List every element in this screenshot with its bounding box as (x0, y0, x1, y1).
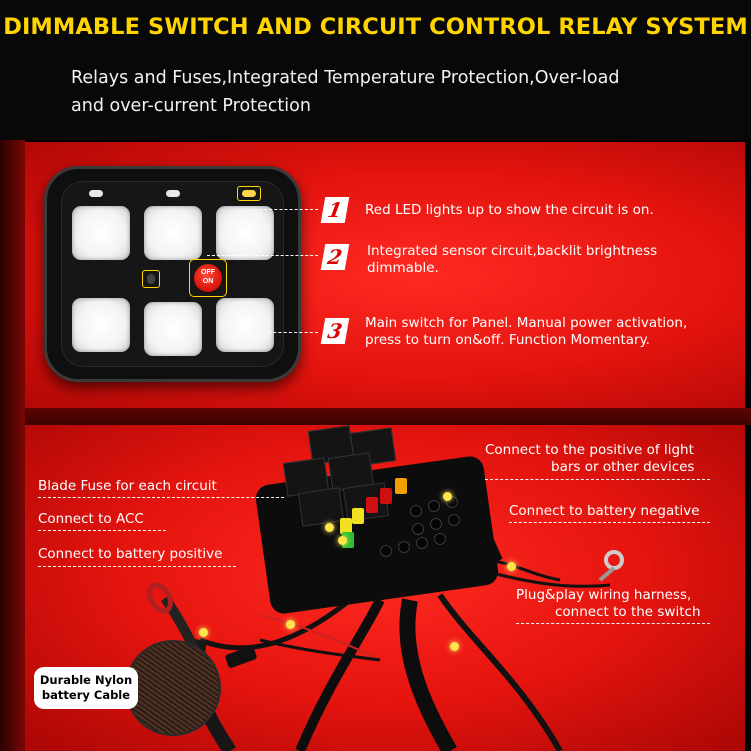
feature-3-line-1: Main switch for Panel. Manual power acti… (365, 315, 688, 331)
feature-2-text: Integrated sensor circuit,backlit bright… (367, 243, 657, 277)
label-positive-light-2: bars or other devices (551, 459, 695, 475)
feature-3-line-2: press to turn on&off. Function Momentary… (365, 332, 650, 348)
blade-fuse (366, 497, 378, 513)
point-marker (507, 562, 516, 571)
point-marker (199, 628, 208, 637)
leader-line-harness (516, 623, 710, 624)
led-indicator (89, 190, 103, 197)
section-divider (25, 408, 751, 425)
leader-line-acc (38, 530, 166, 531)
feature-2-line-1: Integrated sensor circuit,backlit bright… (367, 243, 658, 259)
switch-panel-image: OFF ON (44, 166, 301, 382)
feature-1-text: Red LED lights up to show the circuit is… (365, 202, 654, 219)
terminal (398, 541, 410, 553)
feature-2-line-2: dimmable. (367, 260, 439, 276)
blade-fuse (352, 508, 364, 524)
terminal (416, 537, 428, 549)
blade-fuse (395, 478, 407, 494)
nylon-cable-label: Durable Nylon battery Cable (34, 667, 138, 709)
label-harness-2: connect to the switch (555, 604, 701, 620)
point-marker (443, 492, 452, 501)
terminal (380, 545, 392, 557)
left-edge-shade (0, 140, 25, 751)
callout-line-2 (207, 255, 318, 256)
label-harness-1: Plug&play wiring harness, (516, 587, 692, 603)
led-indicator (166, 190, 180, 197)
leader-line-blade-fuse (38, 497, 284, 498)
main-switch-highlight-box (189, 259, 227, 297)
sensor-highlight-box (142, 270, 160, 288)
page-subtitle: Relays and Fuses,Integrated Temperature … (71, 64, 711, 120)
blade-fuse (340, 518, 352, 534)
led-indicator-lit (242, 190, 256, 197)
label-battery-positive: Connect to battery positive (38, 546, 223, 562)
header: DIMMABLE SWITCH AND CIRCUIT CONTROL RELA… (0, 0, 751, 140)
switch-button-3 (216, 206, 274, 260)
switch-button-5 (144, 302, 202, 356)
terminal (430, 518, 442, 530)
feature-1-line-1: Red LED lights up to show the circuit is… (365, 202, 654, 218)
point-marker (286, 620, 295, 629)
label-blade-fuse: Blade Fuse for each circuit (38, 478, 217, 494)
point-marker (338, 536, 347, 545)
point-marker (450, 642, 459, 651)
subtitle-line-2: and over-current Protection (71, 96, 311, 116)
terminal (448, 514, 460, 526)
terminal (410, 505, 422, 517)
switch-button-4 (72, 298, 130, 352)
terminal (428, 500, 440, 512)
label-positive-light-1: Connect to the positive of light (485, 442, 694, 458)
main-power-switch: OFF ON (194, 264, 222, 292)
callout-line-1 (254, 209, 318, 210)
nylon-cable-closeup (125, 640, 221, 736)
light-sensor (147, 274, 155, 284)
label-battery-negative: Connect to battery negative (509, 503, 700, 519)
callout-line-3 (268, 332, 318, 333)
leader-line-battery-negative (509, 522, 710, 523)
nylon-label-line-2: battery Cable (41, 688, 131, 702)
nylon-label-line-1: Durable Nylon (39, 673, 133, 687)
terminal (412, 523, 424, 535)
blade-fuse (380, 488, 392, 504)
switch-button-2 (144, 206, 202, 260)
switch-panel-face: OFF ON (61, 181, 284, 367)
relay-module (297, 487, 345, 527)
switch-off-text: OFF (201, 269, 215, 276)
switch-button-1 (72, 206, 130, 260)
subtitle-line-1: Relays and Fuses,Integrated Temperature … (71, 68, 620, 88)
terminal (434, 533, 446, 545)
leader-line-battery-positive (38, 566, 236, 567)
feature-3-text: Main switch for Panel. Manual power acti… (365, 315, 687, 349)
label-connect-acc: Connect to ACC (38, 511, 144, 527)
led-highlight-box (237, 186, 261, 201)
leader-line-positive-light (485, 479, 710, 480)
page-title: DIMMABLE SWITCH AND CIRCUIT CONTROL RELA… (3, 14, 748, 40)
switch-button-6 (216, 298, 274, 352)
point-marker (325, 523, 334, 532)
switch-on-text: ON (202, 278, 214, 285)
